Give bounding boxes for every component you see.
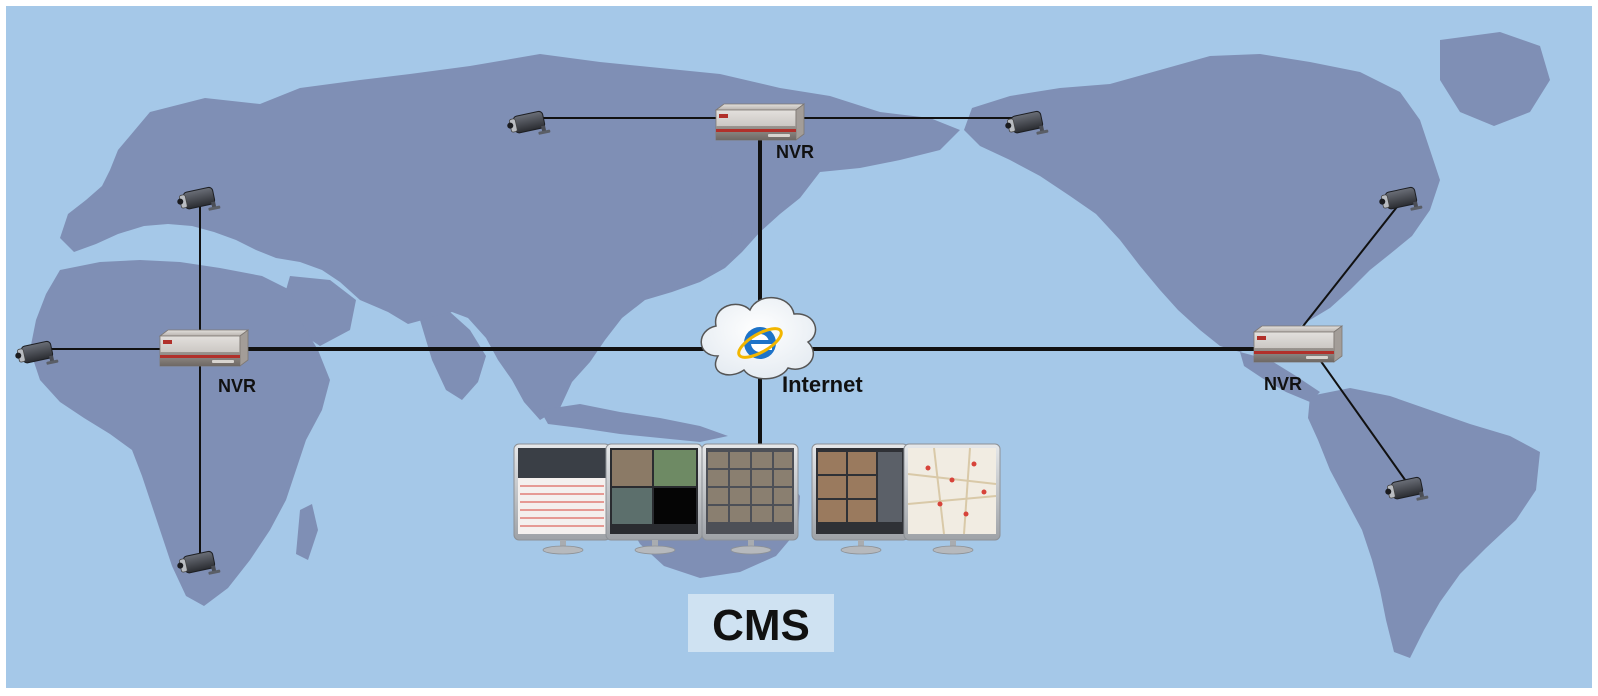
landmass-south-america	[1308, 388, 1540, 658]
landmass-eurasia	[60, 54, 960, 420]
link-cam-northeast	[1299, 197, 1405, 331]
monitor-2	[605, 443, 703, 555]
monitor-4	[811, 443, 909, 555]
internet-label: Internet	[782, 372, 863, 397]
cms-label-box	[688, 594, 834, 652]
link-cam-south-america	[1319, 359, 1409, 485]
landmass-india	[420, 312, 486, 400]
landmass-greenland	[1440, 32, 1550, 126]
cms-monitor-wall	[513, 443, 1001, 555]
landmass-indonesia	[540, 404, 728, 442]
nvr-label-right: NVR	[1264, 374, 1302, 394]
monitor-5	[903, 443, 1001, 555]
monitor-1	[513, 443, 611, 555]
nvr-device-top	[715, 103, 805, 141]
network-links	[38, 117, 1409, 560]
landmass-north-america	[964, 54, 1440, 352]
internet-explorer-icon	[737, 327, 783, 359]
landmass-central-america	[1240, 352, 1320, 402]
nvr-label-left: NVR	[218, 376, 256, 396]
cms-label: CMS	[712, 601, 810, 650]
nvr-label-top: NVR	[776, 142, 814, 162]
world-map	[30, 32, 1550, 658]
landmass-africa	[30, 260, 330, 606]
nvr-device-left	[159, 329, 249, 367]
nvr-device-right	[1253, 325, 1343, 363]
landmass-japan	[708, 206, 734, 262]
landmass-madagascar	[296, 504, 318, 560]
monitor-3	[701, 443, 799, 555]
